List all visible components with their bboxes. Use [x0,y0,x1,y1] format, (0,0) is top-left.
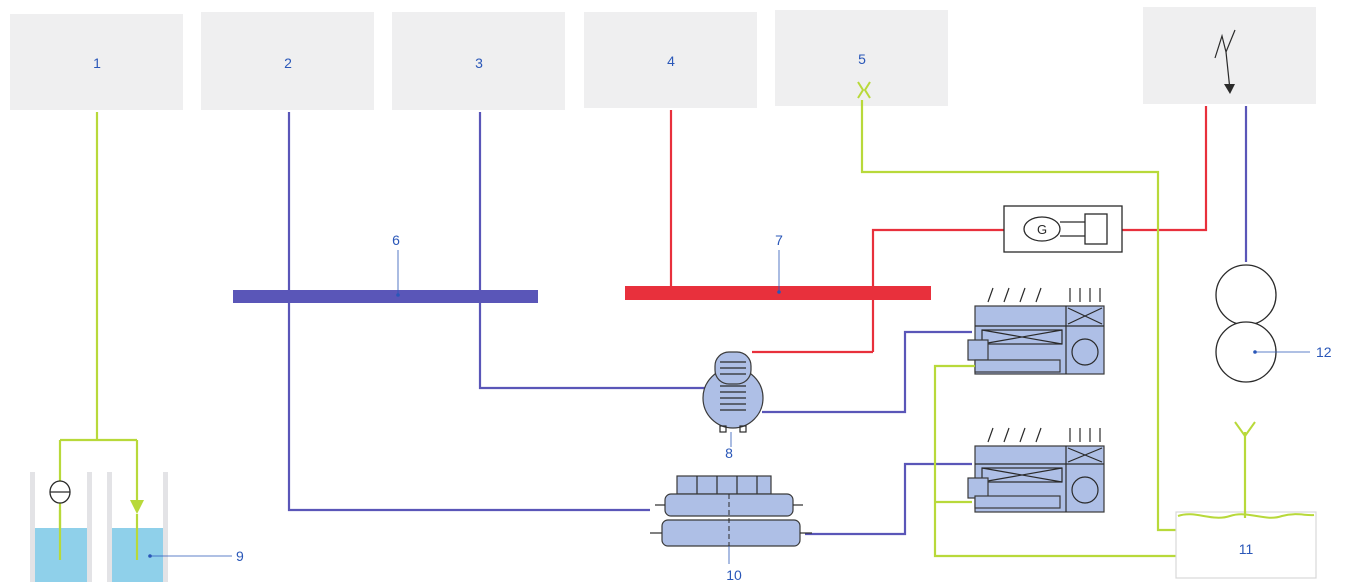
water-line-5 [860,100,1178,532]
source-box-2-label: 2 [284,55,292,71]
cold-line-2 [287,112,650,512]
heat-header-7: 7 [625,232,931,300]
basin-11: 11 [1175,421,1317,579]
source-box-1-label: 1 [93,55,101,71]
antenna-icon [1234,421,1256,438]
source-box-3-label: 3 [475,55,483,71]
cold-line-ahu2 [805,462,972,536]
source-box-3: 3 [392,12,565,110]
cold-line-ahu1 [762,330,972,414]
exhaust-arrows-2 [987,427,1101,443]
water-supply-line [58,112,144,562]
water-tanks: 9 [30,472,244,582]
heat-line-generator [871,228,1004,352]
water-line-ahu1 [933,364,1178,558]
source-box-2: 2 [201,12,374,110]
cold-line-3 [478,112,710,390]
label-10: 10 [726,567,742,583]
air-handling-unit-2 [967,427,1105,513]
pump-icon [49,480,71,504]
power-grid-box [1143,7,1316,104]
source-box-5: 5 [775,10,948,106]
label-8: 8 [725,445,733,461]
arrow-down-icon [130,500,144,514]
label-7: 7 [775,232,783,248]
air-handling-unit-1 [967,287,1105,375]
transformer-icon: 12 [1215,264,1332,383]
label-9: 9 [236,548,244,564]
generator-icon: G [1003,205,1123,253]
label-12: 12 [1316,344,1332,360]
source-box-4-label: 4 [667,53,675,69]
generator-symbol: G [1037,222,1047,237]
source-box-4: 4 [584,12,757,108]
source-box-5-label: 5 [858,51,866,67]
antenna-icon-5 [857,81,871,99]
exhaust-arrows-1 [987,287,1101,303]
compression-chiller-10: 10 [650,475,812,583]
lightning-arrow [1225,51,1231,91]
cold-header-6: 6 [233,232,538,303]
lightning-icon [1214,29,1236,59]
label-6: 6 [392,232,400,248]
absorption-chiller-8: 8 [702,351,764,461]
power-line-grid [1122,106,1208,232]
label-11: 11 [1239,541,1254,557]
source-box-1: 1 [10,14,183,110]
